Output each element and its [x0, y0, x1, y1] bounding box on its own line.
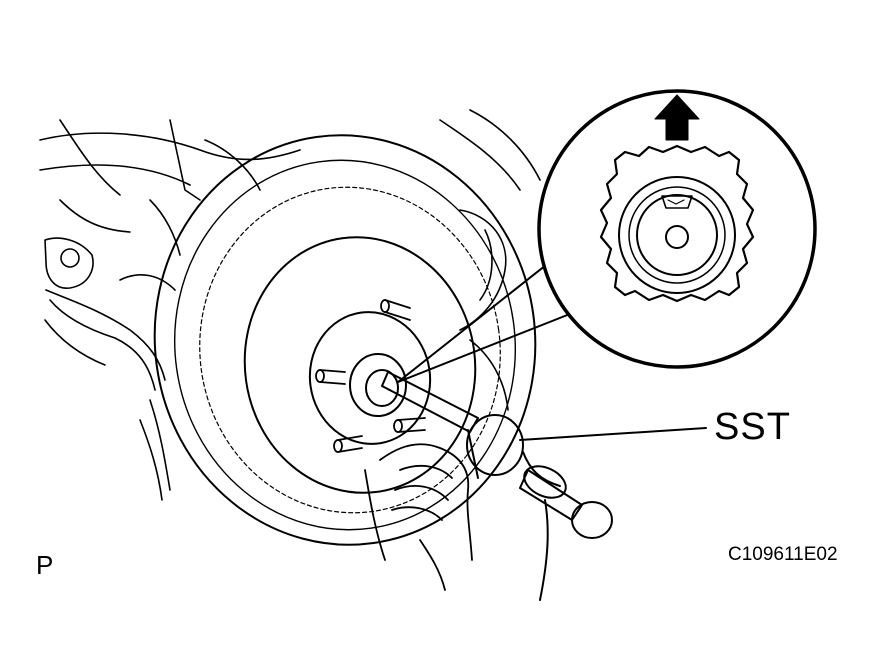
corner-letter: P: [36, 550, 54, 580]
sst-callout-label: SST: [714, 406, 791, 448]
hub-bolts: [315, 299, 426, 453]
hand: [364, 443, 473, 591]
up-arrow-icon: [654, 94, 700, 141]
sst-tool: [381, 371, 561, 487]
figure-code: C109611E02: [728, 544, 838, 565]
detail-circle: [537, 89, 817, 369]
brake-rotor: [153, 134, 537, 546]
hammer: [519, 465, 613, 601]
callout-leaders: [397, 249, 707, 441]
